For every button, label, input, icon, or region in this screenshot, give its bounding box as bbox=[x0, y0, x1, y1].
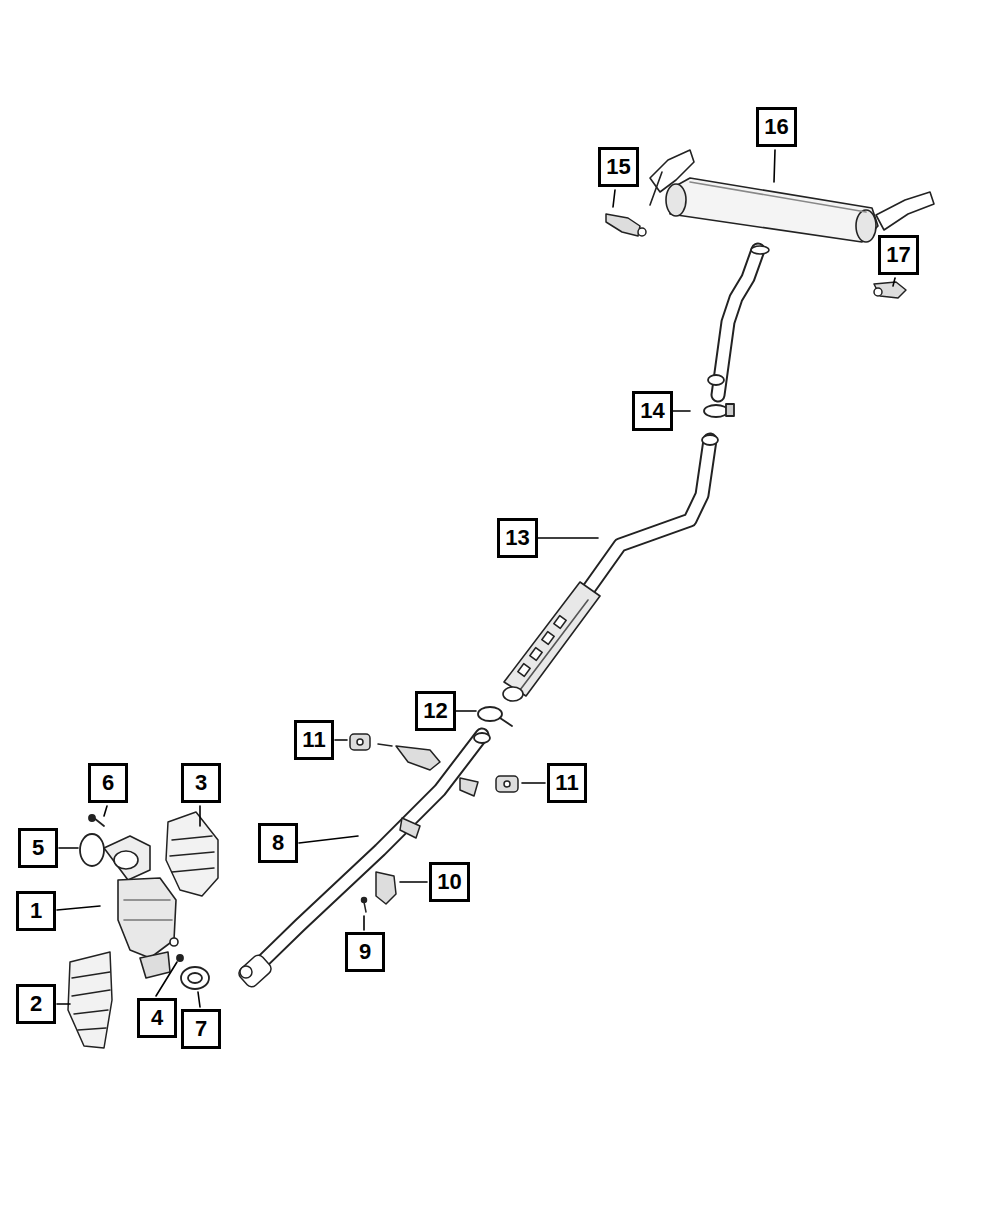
callout-box: 15 bbox=[598, 147, 639, 187]
callout-box: 9 bbox=[345, 932, 385, 972]
callout-number: 5 bbox=[32, 837, 44, 859]
callout-number: 11 bbox=[555, 772, 578, 794]
callout-box: 14 bbox=[632, 391, 673, 431]
callout-number: 14 bbox=[640, 400, 664, 422]
callout-box: 5 bbox=[18, 828, 58, 868]
callout-number: 2 bbox=[30, 993, 42, 1015]
callout-number: 9 bbox=[359, 941, 371, 963]
clamp bbox=[474, 707, 512, 743]
callout-box: 7 bbox=[181, 1009, 221, 1049]
bracket bbox=[362, 872, 397, 912]
callout-number: 16 bbox=[764, 116, 788, 138]
hanger bbox=[606, 214, 906, 298]
callout-box: 13 bbox=[497, 518, 538, 558]
callout-box: 16 bbox=[756, 107, 797, 147]
pipe-fill bbox=[262, 250, 758, 962]
callout-number: 10 bbox=[437, 871, 461, 893]
callout-box: 12 bbox=[415, 691, 456, 731]
callout-box: 2 bbox=[16, 984, 56, 1024]
gasket bbox=[80, 815, 209, 989]
callout-number: 1 bbox=[30, 900, 42, 922]
callout-box: 11 bbox=[547, 763, 587, 803]
callout-box: 11 bbox=[294, 720, 334, 760]
isolator bbox=[350, 734, 518, 792]
callout-box: 6 bbox=[88, 763, 128, 803]
leader-line bbox=[57, 150, 895, 1007]
callout-box: 1 bbox=[16, 891, 56, 931]
callout-number: 4 bbox=[151, 1007, 163, 1029]
callout-number: 12 bbox=[423, 700, 447, 722]
callout-box: 3 bbox=[181, 763, 221, 803]
callout-number: 17 bbox=[886, 244, 910, 266]
callout-number: 8 bbox=[272, 832, 284, 854]
callout-box: 17 bbox=[878, 235, 919, 275]
callout-number: 11 bbox=[302, 729, 325, 751]
callout-number: 3 bbox=[195, 772, 207, 794]
callout-number: 6 bbox=[102, 772, 114, 794]
callout-number: 13 bbox=[505, 527, 529, 549]
clamp bbox=[702, 375, 734, 445]
callout-number: 15 bbox=[606, 156, 630, 178]
callout-box: 8 bbox=[258, 823, 298, 863]
resonator bbox=[503, 582, 600, 701]
callout-box: 10 bbox=[429, 862, 470, 902]
pipe-bracket bbox=[236, 744, 478, 989]
callout-number: 7 bbox=[195, 1018, 207, 1040]
callout-box: 4 bbox=[137, 998, 177, 1038]
pipe-outline bbox=[262, 250, 758, 962]
